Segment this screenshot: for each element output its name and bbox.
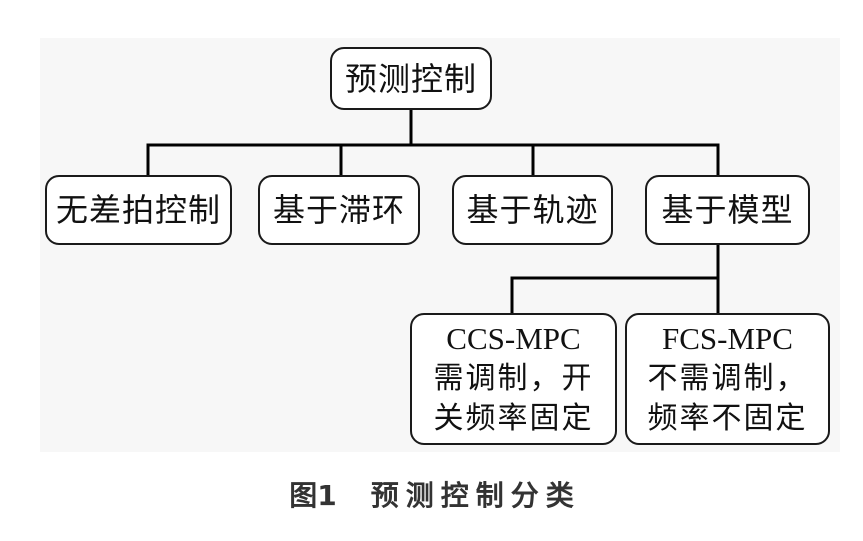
node-description-line: 频率不固定 (647, 401, 808, 436)
node-label: 基于滞环 (272, 191, 405, 229)
node-hysteresis-based: 基于滞环 (258, 175, 420, 245)
node-deadbeat-control: 无差拍控制 (45, 175, 232, 245)
node-ccs-mpc: CCS-MPC 需调制，开 关频率固定 (410, 313, 617, 445)
node-label: 基于轨迹 (466, 191, 599, 229)
figure-caption: 图1 预测控制分类 (0, 476, 863, 516)
node-predictive-control: 预测控制 (330, 47, 492, 110)
node-label: 基于模型 (661, 191, 794, 229)
node-fcs-mpc: FCS-MPC 不需调制， 频率不固定 (625, 313, 830, 445)
node-description-line: 需调制，开 (433, 361, 594, 396)
node-trajectory-based: 基于轨迹 (452, 175, 613, 245)
node-model-based: 基于模型 (645, 175, 810, 245)
caption-number: 图1 (289, 479, 337, 512)
node-label: 预测控制 (344, 59, 477, 98)
caption-title: 预测控制分类 (370, 479, 581, 512)
node-title: FCS-MPC (662, 321, 793, 356)
node-title: CCS-MPC (446, 321, 581, 356)
node-label: 无差拍控制 (55, 191, 221, 229)
node-description-line: 不需调制， (647, 361, 808, 396)
node-description-line: 关频率固定 (433, 401, 594, 436)
